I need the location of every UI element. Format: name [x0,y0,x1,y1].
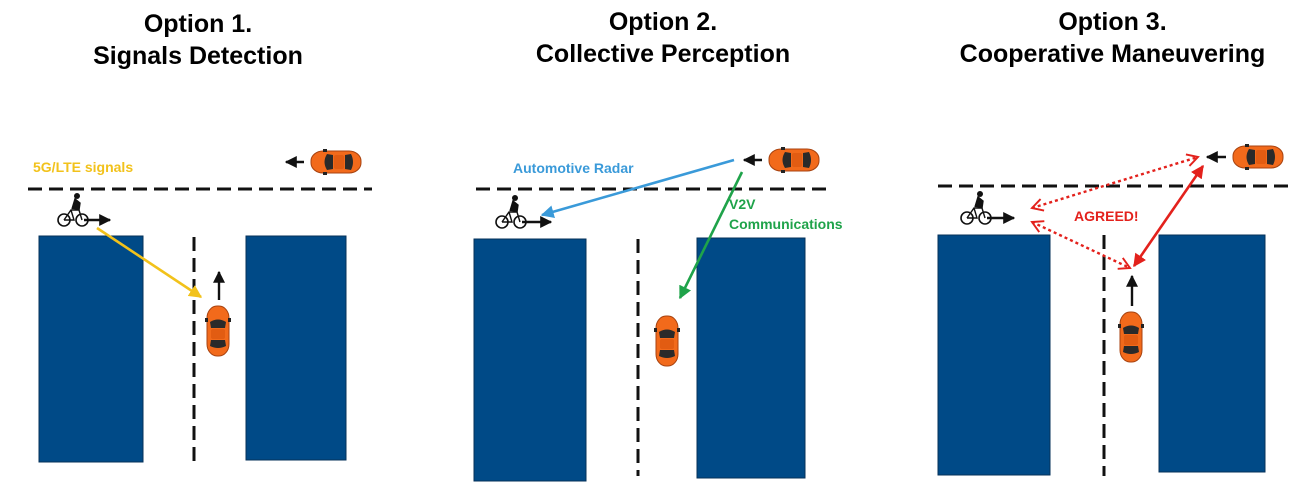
option-3-title: Option 3. Cooperative Maneuvering [945,6,1280,70]
building-left [38,235,144,463]
car-icon [1232,143,1284,171]
option-1-title-line2: Signals Detection [93,42,303,70]
building-left [937,234,1051,476]
option-3-title-line2: Cooperative Maneuvering [959,40,1266,68]
signal-arrow [96,226,203,299]
radar-label: Automotive Radar [513,160,634,176]
building-right [1158,234,1266,473]
maneuver-link-cyclist-topcar [1030,153,1200,212]
cyclist-icon [960,190,992,225]
option-2-title-line2: Collective Perception [535,40,791,68]
car-icon [1117,311,1145,363]
signals-label: 5G/LTE signals [33,159,133,175]
option-2-title-line1: Option 2. [608,8,718,36]
panel-1: 5G/LTE signals [28,148,372,463]
car-icon [310,148,362,176]
v2v-arrow [678,171,744,300]
building-right [245,235,347,461]
building-left [473,238,587,482]
option-1-title-line1: Option 1. [143,10,253,38]
v2v-label-line2: Communications [729,216,843,232]
car-icon [204,305,232,357]
panel-2: Automotive Radar V2V Communications [473,146,843,482]
panel-3: AGREED! [937,143,1292,476]
car-icon [768,146,820,174]
car-icon [653,315,681,367]
radar-arrow [540,158,735,219]
option-2-title: Option 2. Collective Perception [498,6,828,70]
option-1-title: Option 1. Signals Detection [48,8,348,72]
v2v-label-line1: V2V [729,196,756,212]
maneuver-link-cyclist-bottomcar [1030,220,1132,270]
cyclist-icon [57,192,89,227]
building-right [696,237,806,479]
maneuver-link-cars [1132,164,1205,268]
option-3-title-line1: Option 3. [1058,8,1167,36]
agreed-label: AGREED! [1074,208,1139,224]
cyclist-icon [495,194,527,229]
